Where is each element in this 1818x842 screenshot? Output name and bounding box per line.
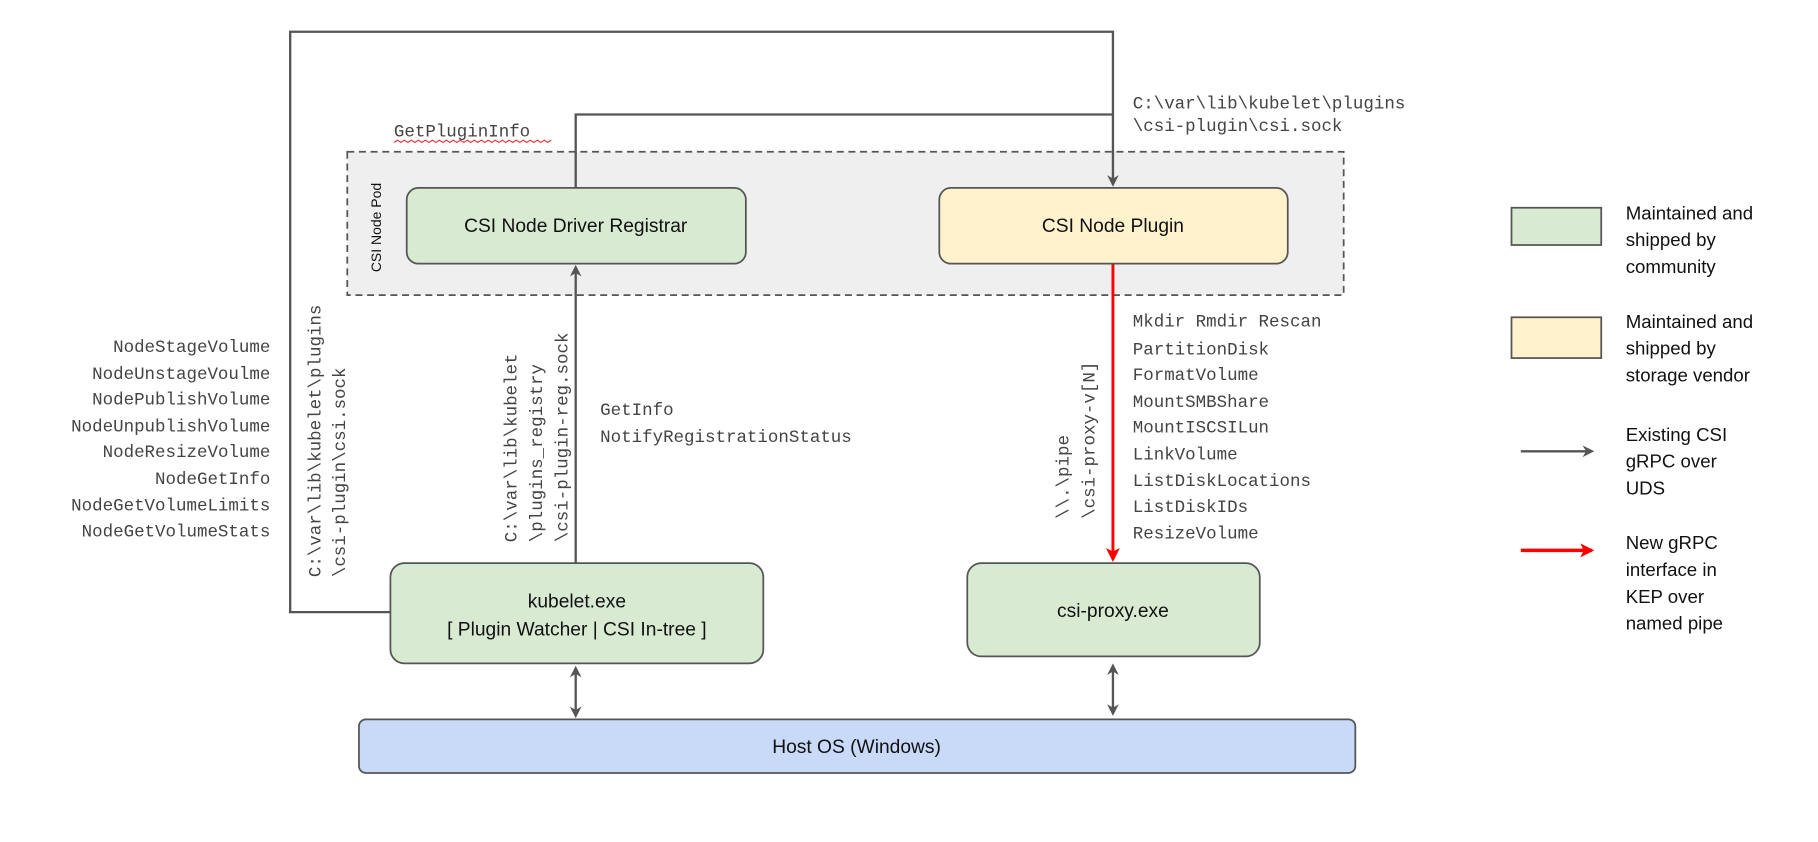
- legend: Maintained and shipped by community Main…: [1510, 202, 1753, 634]
- node-calls-list: NodeStageVolume NodeUnstageVoulme NodePu…: [71, 338, 270, 542]
- node-call: NodeUnstageVoulme: [92, 365, 270, 385]
- proxy-call: MountISCSILun: [1133, 419, 1269, 439]
- host-os-box: Host OS (Windows): [358, 718, 1357, 774]
- proxy-calls-list: Mkdir Rmdir Rescan PartitionDisk FormatV…: [1133, 313, 1322, 545]
- proxy-call: MountSMBShare: [1133, 393, 1269, 413]
- kubelet-socket-path-line: \csi-plugin\csi.sock: [331, 367, 351, 577]
- registration-socket-path-line: \plugins_registry: [528, 364, 548, 542]
- legend-text: shipped by: [1626, 338, 1717, 359]
- proxy-call: Mkdir Rmdir Rescan: [1133, 313, 1322, 333]
- get-plugin-info-label: GetPluginInfo: [394, 123, 530, 143]
- legend-text: UDS: [1626, 477, 1665, 498]
- node-call: NodeStageVolume: [113, 338, 270, 358]
- kubelet-sublabel: [ Plugin Watcher | CSI In-tree ]: [447, 619, 707, 640]
- legend-text: gRPC over: [1626, 451, 1717, 472]
- proxy-call: LinkVolume: [1133, 445, 1238, 465]
- plugin-socket-path-line: \csi-plugin\csi.sock: [1133, 117, 1343, 137]
- pipe-path-line: \\.\pipe: [1055, 435, 1075, 519]
- registrar-label: CSI Node Driver Registrar: [464, 216, 688, 237]
- node-call: NodeResizeVolume: [103, 443, 271, 463]
- node-call: NodeGetVolumeLimits: [71, 497, 270, 517]
- spellcheck-underline: [393, 139, 552, 144]
- pipe-path-line: \csi-proxy-v[N]: [1080, 362, 1100, 519]
- node-call: NodeGetInfo: [155, 470, 270, 490]
- proxy-call: FormatVolume: [1133, 366, 1259, 386]
- legend-text: shipped by: [1626, 229, 1717, 250]
- csi-proxy-box: csi-proxy.exe: [966, 562, 1261, 658]
- legend-text: KEP over: [1626, 586, 1704, 607]
- legend-text: named pipe: [1626, 613, 1723, 634]
- proxy-call: ResizeVolume: [1133, 525, 1259, 545]
- node-call: NodeGetVolumeStats: [82, 522, 271, 542]
- registrar-call: NotifyRegistrationStatus: [600, 428, 852, 448]
- plugin-socket-path-line: C:\var\lib\kubelet\plugins: [1133, 95, 1406, 115]
- kubelet-box: kubelet.exe [ Plugin Watcher | CSI In-tr…: [389, 562, 765, 665]
- legend-swatch-vendor: [1510, 316, 1603, 359]
- legend-text: storage vendor: [1626, 364, 1750, 385]
- host-os-label: Host OS (Windows): [772, 737, 941, 758]
- node-call: NodeUnpublishVolume: [71, 417, 270, 437]
- registrar-to-plugin-connector: [574, 113, 1113, 188]
- csi-proxy-label: csi-proxy.exe: [1057, 601, 1169, 622]
- legend-text: interface in: [1626, 559, 1717, 580]
- legend-swatch-community: [1510, 206, 1603, 246]
- legend-text: Maintained and: [1626, 202, 1753, 223]
- proxy-call: ListDiskLocations: [1133, 472, 1311, 492]
- node-call: NodePublishVolume: [92, 391, 270, 411]
- kubelet-label: kubelet.exe: [528, 591, 626, 612]
- kubelet-socket-path-line: C:\var\lib\kubelet\plugins: [306, 305, 326, 578]
- plugin-label: CSI Node Plugin: [1042, 216, 1184, 237]
- registrar-call: GetInfo: [600, 401, 673, 421]
- registration-socket-path-line: \csi-plugin-reg.sock: [554, 333, 574, 543]
- plugin-box: CSI Node Plugin: [938, 187, 1289, 265]
- legend-text: community: [1626, 256, 1717, 277]
- registration-socket-path-line: C:\var\lib\kubelet: [502, 353, 522, 542]
- legend-text: Existing CSI: [1626, 424, 1727, 445]
- proxy-call: ListDiskIDs: [1133, 498, 1248, 518]
- proxy-call: PartitionDisk: [1133, 341, 1269, 361]
- kubelet-to-plugin-connector: [289, 30, 1119, 614]
- pod-label: CSI Node Pod: [368, 183, 384, 272]
- registrar-box: CSI Node Driver Registrar: [405, 187, 747, 265]
- legend-text: New gRPC: [1626, 532, 1718, 553]
- legend-text: Maintained and: [1626, 311, 1753, 332]
